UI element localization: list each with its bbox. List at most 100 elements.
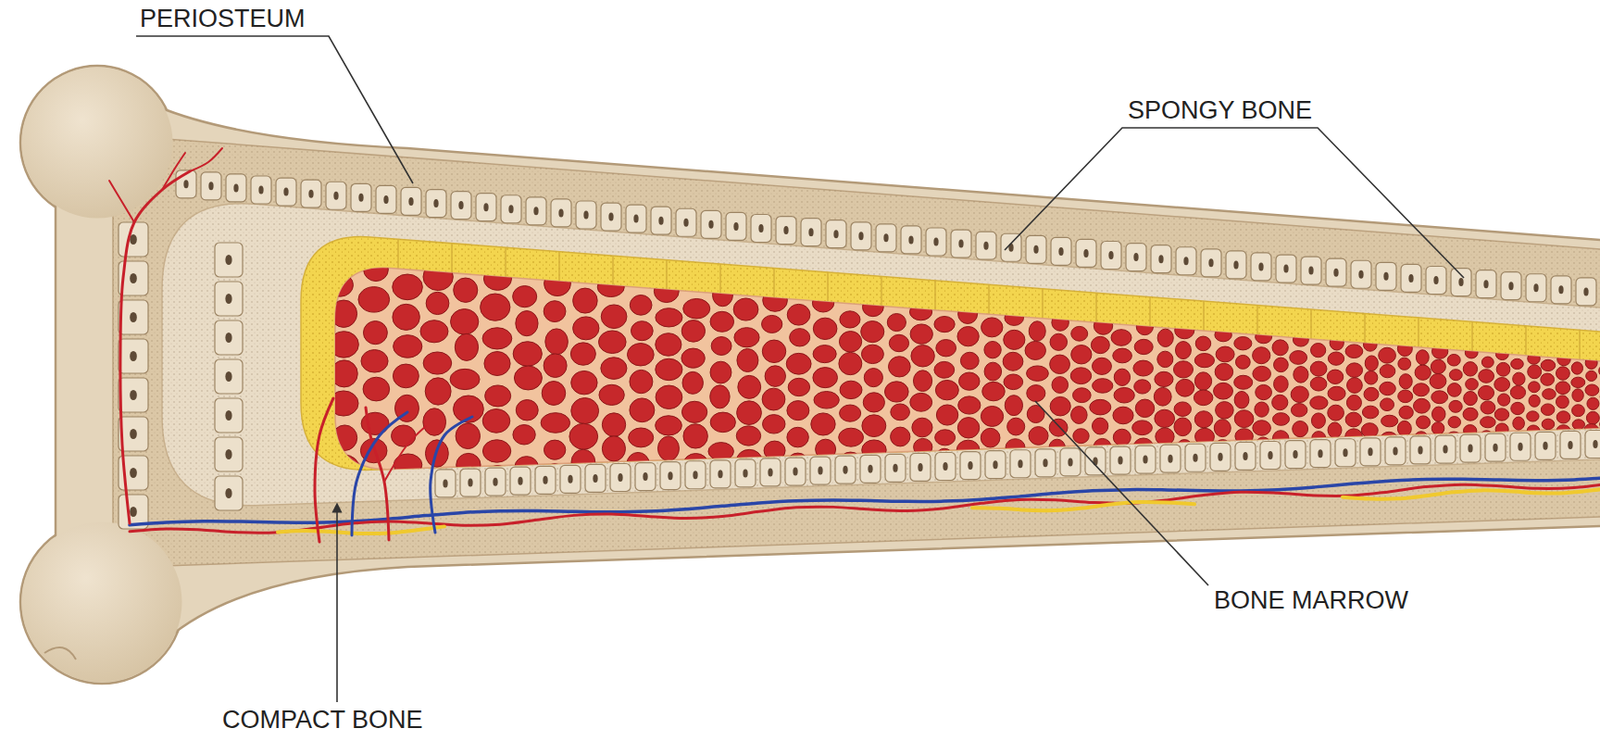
marrow-cell [1157,328,1174,347]
bone-cell [214,437,243,472]
cell-body [325,181,347,210]
cell-body [214,320,243,355]
leader-line [1035,400,1209,586]
marrow-cell [762,387,786,411]
bone-cell [875,224,897,252]
segment-line [1256,305,1259,336]
bone-cell [1135,445,1156,474]
bone-cell [225,174,247,202]
marrow-cell [629,295,652,316]
cell-body [710,460,731,488]
cell-nucleus [708,220,713,229]
vessel [1342,486,1600,499]
cell-nucleus [742,468,748,477]
bone-cell [1335,438,1356,467]
marrow-cell [326,273,353,297]
marrow-cell [597,276,625,297]
marrow-cell [1175,341,1191,360]
marrow-cell [711,463,736,485]
segment-line [665,260,668,290]
cell-body [650,206,672,235]
marrow-cell [912,417,933,438]
cell-nucleus [1517,442,1523,451]
cell-body [910,452,931,481]
bone-cell [1160,444,1181,473]
cell-body [1375,262,1397,290]
cell-nucleus [758,224,763,233]
marrow-cell [1465,378,1479,391]
segment-line [1041,288,1044,319]
bone-cell [1385,437,1406,465]
marrow-cell [1364,355,1378,372]
marrow-cell [1572,404,1586,417]
marrow-cell [1234,410,1254,428]
cell-body [1260,441,1281,470]
cell-body [625,204,647,233]
marrow-cell [1431,343,1448,359]
cell-body [1010,450,1031,478]
segment-line [1363,312,1366,343]
cell-body [1485,433,1506,462]
cell-body [1400,263,1422,292]
marrow-cell [1175,321,1195,338]
cell-body [1000,233,1022,262]
marrow-cell [571,370,598,394]
cell-nucleus [129,312,138,323]
marrow-cell [1311,448,1325,462]
marrow-cell [1091,417,1108,435]
marrow-cell [392,274,424,300]
marrow-cell [934,316,955,333]
cell-nucleus [458,200,463,210]
cell-nucleus [992,460,998,469]
marrow-cell [1541,418,1555,430]
marrow-cell [1213,419,1231,438]
marrow-cell [420,320,449,343]
marrow-cell [1112,406,1134,425]
marrow-cell [1449,369,1463,381]
bone-cell [935,452,956,481]
marrow-cell [1526,411,1539,422]
cell-body [1550,275,1572,304]
marrow-cell [683,298,711,319]
cell-nucleus [908,235,913,244]
vessel [189,148,223,172]
cell-nucleus [492,477,498,487]
bone-cell [1360,437,1381,466]
cell-body [510,466,531,495]
marrow-cell [1478,369,1495,384]
segment-line [397,238,400,269]
marrow-cell [1255,437,1272,454]
marrow-cell [1312,431,1326,445]
cell-body [1185,443,1206,472]
marrow-cell [1378,347,1397,363]
marrow-cell [861,321,885,343]
marrow-cell [1346,394,1362,411]
bone-cell [625,204,647,233]
cell-body [214,437,243,472]
bone-cell [810,456,831,485]
marrow-cell [1004,395,1023,416]
marrow-cell [1136,318,1153,336]
cell-nucleus [1233,260,1238,269]
marrow-cell [1512,416,1525,430]
marrow-cell [425,377,451,405]
vessel [120,171,190,524]
marrow-cell [812,345,837,363]
marrow-cell [1397,340,1413,356]
cell-nucleus [358,193,363,202]
marrow-cell [737,348,759,372]
cell-nucleus [567,475,573,484]
marrow-cell [912,370,932,392]
marrow-cell [681,400,707,423]
marrow-cell [393,335,423,359]
cell-body [685,461,706,489]
marrow-cell [1585,356,1598,370]
cell-nucleus [867,464,873,474]
bone-cell [585,463,606,492]
marrow-cell [600,304,627,329]
marrow-cell [328,390,359,416]
bone-cell [1060,448,1081,476]
marrow-cell [888,356,912,377]
segment-line [1310,309,1313,339]
